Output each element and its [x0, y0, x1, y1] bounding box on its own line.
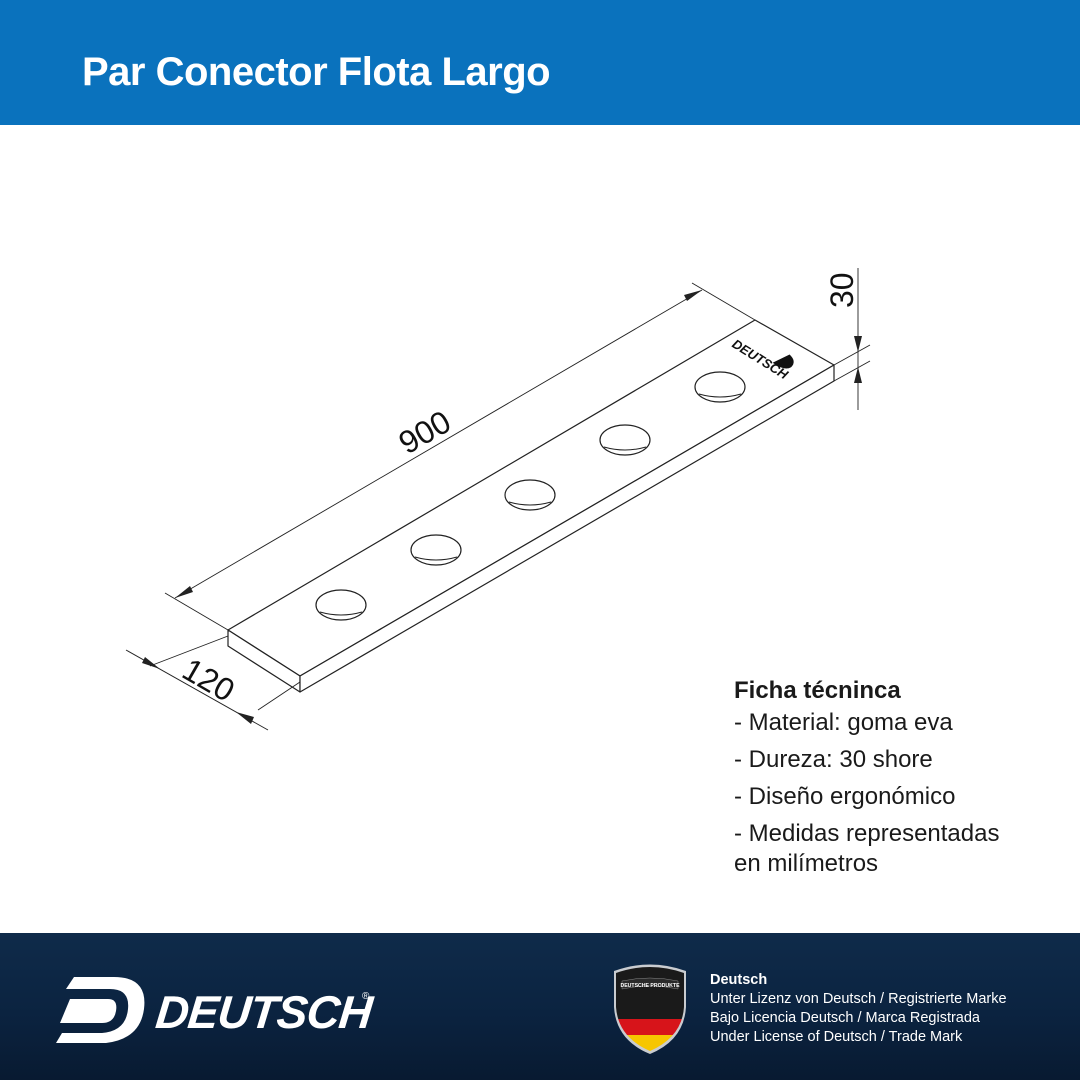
hole	[504, 479, 556, 511]
spec-item-line: en milímetros	[734, 850, 879, 877]
length-label: 900	[393, 403, 457, 461]
side-face	[299, 364, 835, 693]
footer: DEUTSCH ® DEUTSCHE PRODUKTE Deutsch Unte…	[0, 933, 1080, 1080]
length-dimension	[164, 282, 756, 631]
license-line: Bajo Licencia Deutsch / Marca Registrada	[710, 1010, 980, 1026]
hole	[599, 424, 651, 456]
technical-drawing: 900 120 30 DEUTSCH	[125, 268, 871, 731]
brand-mark-icon	[56, 977, 145, 1043]
hole	[315, 589, 367, 621]
height-dimension	[833, 268, 871, 410]
height-label: 30	[824, 272, 860, 308]
spec-item: - Material: goma eva	[734, 709, 953, 736]
license-info: Deutsch Unter Lizenz von Deutsch / Regis…	[710, 971, 1007, 1047]
registered-mark: ®	[362, 991, 370, 1002]
holes	[315, 371, 746, 621]
brand-logo: DEUTSCH ®	[52, 971, 382, 1051]
top-face	[227, 319, 835, 677]
german-products-shield: DEUTSCHE PRODUKTE	[610, 963, 690, 1055]
license-title: Deutsch	[710, 972, 768, 988]
technical-specs: Ficha técninca - Material: goma eva - Du…	[734, 676, 1064, 886]
spec-item: - Medidas representadas en milímetros	[734, 819, 1064, 879]
title-banner: Par Conector Flota Largo	[0, 0, 1080, 125]
page-title: Par Conector Flota Largo	[82, 50, 551, 94]
spec-item: - Diseño ergonómico	[734, 783, 956, 810]
hole	[410, 534, 462, 566]
license-line: Unter Lizenz von Deutsch / Registrierte …	[710, 991, 1007, 1007]
specs-title: Ficha técninca	[734, 677, 901, 704]
width-dimension	[125, 635, 301, 731]
brand-name: DEUTSCH	[153, 986, 375, 1038]
shield-label: DEUTSCHE PRODUKTE	[620, 983, 680, 989]
width-label: 120	[177, 651, 241, 709]
shield-icon: DEUTSCHE PRODUKTE	[614, 964, 686, 1054]
hole	[694, 371, 746, 403]
spec-item: - Dureza: 30 shore	[734, 746, 933, 773]
spec-item-line: - Medidas representadas	[734, 820, 1000, 847]
license-line: Under License of Deutsch / Trade Mark	[710, 1029, 963, 1045]
